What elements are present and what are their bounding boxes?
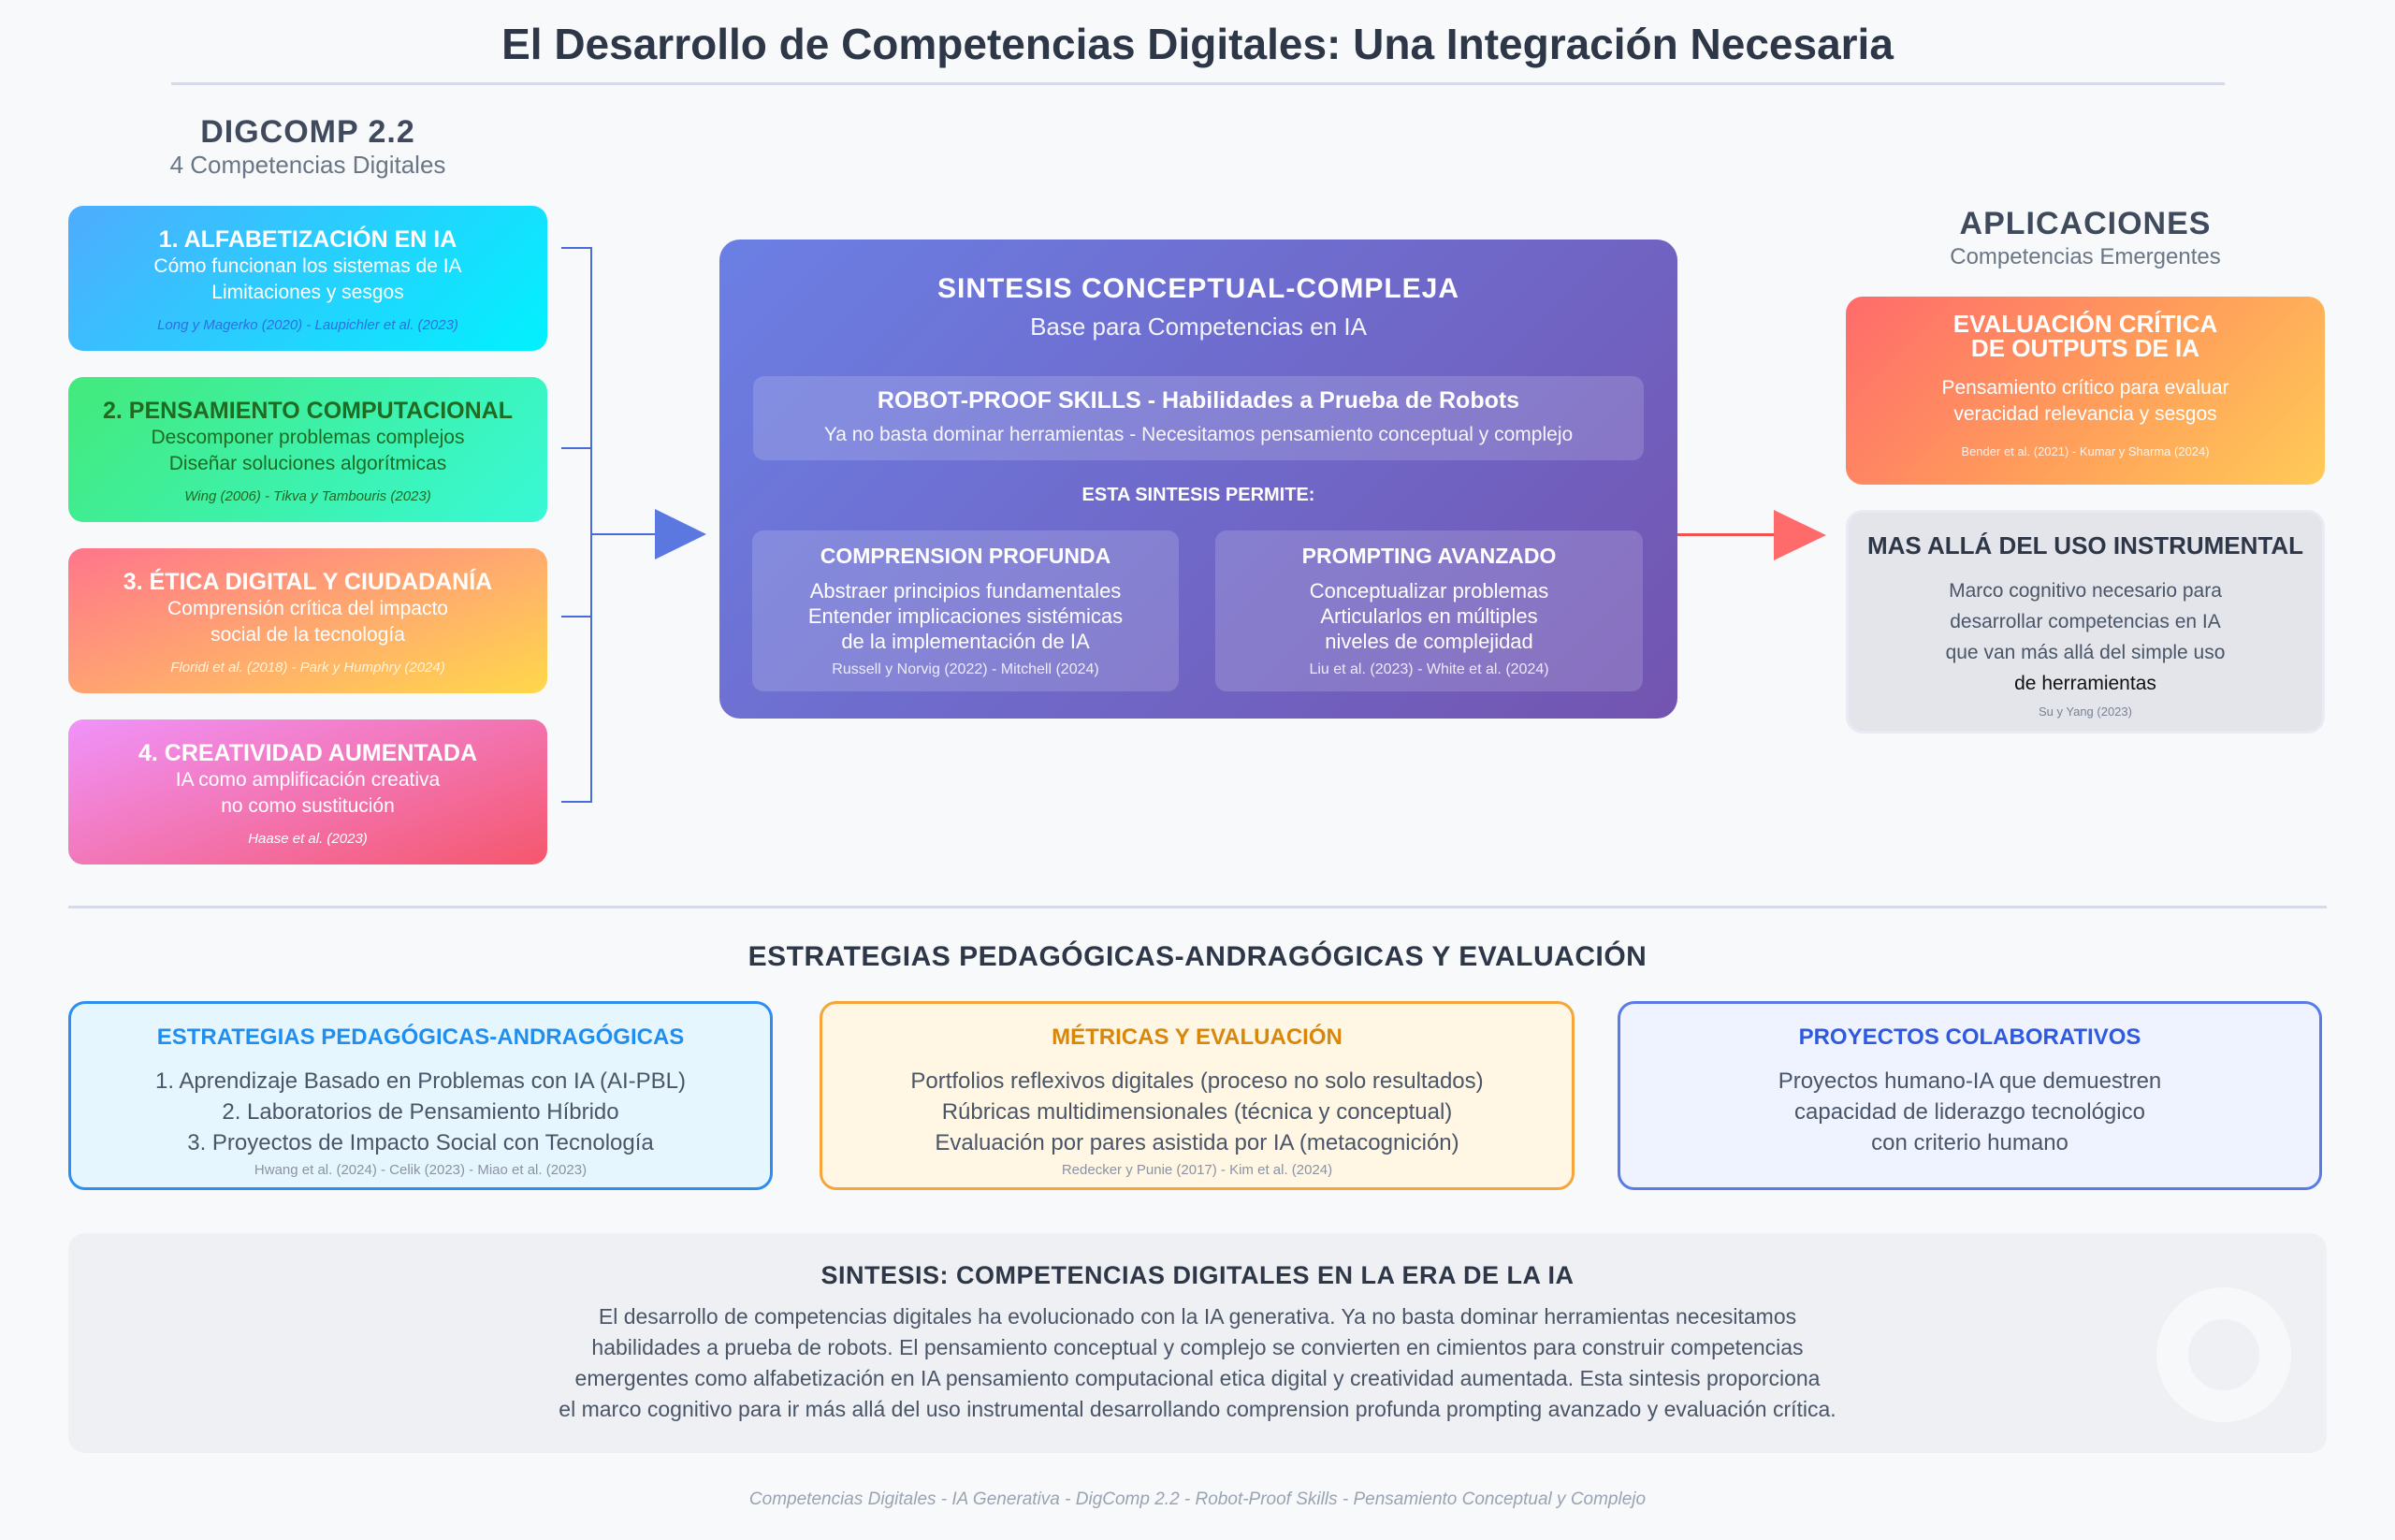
card-refs: Hwang et al. (2024) - Celik (2023) - Mia… bbox=[254, 1162, 588, 1178]
card-line: Marco cognitivo necesario para bbox=[1949, 580, 2222, 602]
card-title: EVALUACIÓN CRÍTICA bbox=[1952, 310, 2218, 338]
arrow-right-icon bbox=[655, 509, 706, 559]
card-line: Limitaciones y sesgos bbox=[211, 282, 404, 303]
collaborative-projects-card: PROYECTOS COLABORATIVOS Proyectos humano… bbox=[1618, 1001, 2322, 1190]
card-line: Pensamiento crítico para evaluar bbox=[1941, 377, 2229, 399]
critical-evaluation-card: EVALUACIÓN CRÍTICA DE OUTPUTS DE IA Pens… bbox=[1846, 297, 2325, 485]
section-divider bbox=[68, 906, 2327, 908]
card-title: 2. PENSAMIENTO COMPUTACIONAL bbox=[103, 398, 513, 424]
box-line: Abstraer principios fundamentales bbox=[809, 579, 1122, 603]
box-refs: Russell y Norvig (2022) - Mitchell (2024… bbox=[832, 661, 1099, 677]
page-title: El Desarrollo de Competencias Digitales:… bbox=[501, 20, 1894, 68]
bracket-line bbox=[590, 247, 592, 803]
competency-card-augmented-creativity: 4. CREATIVIDAD AUMENTADA IA como amplifi… bbox=[68, 719, 547, 864]
bracket-tick bbox=[561, 801, 592, 803]
card-line: Proyectos humano-IA que demuestren bbox=[1778, 1068, 2162, 1094]
title-divider bbox=[171, 82, 2225, 85]
card-refs: Wing (2006) - Tikva y Tambouris (2023) bbox=[184, 488, 431, 504]
card-line: con criterio humano bbox=[1871, 1130, 2068, 1155]
beyond-instrumental-card: MAS ALLÁ DEL USO INSTRUMENTAL Marco cogn… bbox=[1846, 510, 2325, 734]
box-line: Entender implicaciones sistémicas bbox=[807, 604, 1124, 628]
synthesis-summary: SINTESIS: COMPETENCIAS DIGITALES EN LA E… bbox=[68, 1233, 2327, 1453]
card-refs: Long y Magerko (2020) - Laupichler et al… bbox=[157, 317, 458, 333]
advanced-prompting-box: PROMPTING AVANZADO Conceptualizar proble… bbox=[1215, 530, 1643, 691]
box-title: PROMPTING AVANZADO bbox=[1301, 544, 1557, 568]
card-line: 3. Proyectos de Impacto Social con Tecno… bbox=[187, 1130, 654, 1155]
card-line: 1. Aprendizaje Basado en Problemas con I… bbox=[155, 1068, 686, 1094]
bracket-tick bbox=[561, 447, 592, 449]
card-line: Evaluación por pares asistida por IA (me… bbox=[935, 1130, 1459, 1155]
footer: Competencias Digitales - IA Generativa -… bbox=[748, 1489, 1647, 1509]
strategies-card: ESTRATEGIAS PEDAGÓGICAS-ANDRAGÓGICAS 1. … bbox=[68, 1001, 773, 1190]
card-line: capacidad de liderazgo tecnológico bbox=[1794, 1099, 2145, 1125]
card-line: desarrollar competencias en IA bbox=[1950, 611, 2221, 632]
synthesis-title: SINTESIS: COMPETENCIAS DIGITALES EN LA E… bbox=[820, 1261, 1575, 1289]
synthesis-panel: SINTESIS CONCEPTUAL-COMPLEJA Base para C… bbox=[719, 240, 1677, 719]
permite-label: ESTA SINTESIS PERMITE: bbox=[1081, 485, 1315, 505]
arrow-line-red bbox=[1677, 533, 1780, 536]
card-line: Rúbricas multidimensionales (técnica y c… bbox=[941, 1099, 1453, 1125]
card-line: Diseñar soluciones algorítmicas bbox=[168, 453, 447, 474]
bracket-tick bbox=[561, 616, 592, 617]
synthesis-line: el marco cognitivo para ir más allá del … bbox=[559, 1397, 1836, 1421]
card-title: 3. ÉTICA DIGITAL Y CIUDADANÍA bbox=[123, 569, 493, 595]
right-heading: APLICACIONES bbox=[1959, 206, 2212, 241]
right-header: APLICACIONES Competencias Emergentes bbox=[1846, 206, 2325, 270]
metrics-card: MÉTRICAS Y EVALUACIÓN Portfolios reflexi… bbox=[820, 1001, 1575, 1190]
robot-proof-text: Ya no basta dominar herramientas - Neces… bbox=[823, 424, 1574, 445]
card-line: no como sustitución bbox=[221, 795, 395, 817]
card-line: veracidad relevancia y sesgos bbox=[1953, 403, 2217, 425]
card-refs: Haase et al. (2023) bbox=[248, 831, 368, 847]
synthesis-line: El desarrollo de competencias digitales … bbox=[598, 1304, 1797, 1329]
left-header: DIGCOMP 2.2 4 Competencias Digitales bbox=[68, 114, 547, 180]
arrow-line bbox=[592, 533, 658, 535]
left-heading: DIGCOMP 2.2 bbox=[200, 114, 415, 150]
card-refs: Floridi et al. (2018) - Park y Humphry (… bbox=[170, 660, 445, 676]
card-refs: Redecker y Punie (2017) - Kim et al. (20… bbox=[1061, 1162, 1333, 1178]
arrow-right-icon bbox=[1774, 510, 1826, 560]
left-subheading: 4 Competencias Digitales bbox=[169, 151, 446, 179]
card-refs: Bender et al. (2021) - Kumar y Sharma (2… bbox=[1961, 444, 2210, 458]
robot-proof-title: ROBOT-PROOF SKILLS - Habilidades a Prueb… bbox=[877, 387, 1520, 414]
watermark-seal-icon bbox=[2156, 1287, 2291, 1422]
card-line: Cómo funcionan los sistemas de IA bbox=[153, 255, 462, 277]
card-title: MAS ALLÁ DEL USO INSTRUMENTAL bbox=[1866, 531, 2304, 559]
card-title: 1. ALFABETIZACIÓN EN IA bbox=[158, 226, 457, 253]
box-title: COMPRENSION PROFUNDA bbox=[820, 544, 1111, 568]
bracket-tick bbox=[561, 247, 592, 249]
card-line: IA como amplificación creativa bbox=[175, 769, 441, 791]
card-line: Descomponer problemas complejos bbox=[151, 427, 465, 448]
card-line: social de la tecnología bbox=[210, 624, 405, 646]
box-line: niveles de complejidad bbox=[1325, 630, 1533, 653]
card-line: que van más allá del simple uso bbox=[1945, 642, 2226, 663]
competency-card-ai-literacy: 1. ALFABETIZACIÓN EN IA Cómo funcionan l… bbox=[68, 206, 547, 351]
box-line: de la implementación de IA bbox=[841, 630, 1090, 653]
center-title: SINTESIS CONCEPTUAL-COMPLEJA bbox=[936, 273, 1460, 304]
center-subtitle: Base para Competencias en IA bbox=[1030, 312, 1367, 341]
synthesis-line: habilidades a prueba de robots. El pensa… bbox=[591, 1335, 1804, 1359]
box-line: Conceptualizar problemas bbox=[1309, 579, 1549, 603]
card-title: DE OUTPUTS DE IA bbox=[1970, 334, 2200, 362]
card-title: ESTRATEGIAS PEDAGÓGICAS-ANDRAGÓGICAS bbox=[156, 1024, 685, 1050]
box-line: Articularlos en múltiples bbox=[1320, 604, 1538, 628]
competency-card-computational-thinking: 2. PENSAMIENTO COMPUTACIONAL Descomponer… bbox=[68, 377, 547, 522]
card-title: PROYECTOS COLABORATIVOS bbox=[1798, 1024, 2141, 1050]
card-title: MÉTRICAS Y EVALUACIÓN bbox=[1052, 1024, 1343, 1050]
card-line: Portfolios reflexivos digitales (proceso… bbox=[910, 1068, 1484, 1094]
robot-proof-box: ROBOT-PROOF SKILLS - Habilidades a Prueb… bbox=[753, 376, 1644, 460]
deep-understanding-box: COMPRENSION PROFUNDA Abstraer principios… bbox=[752, 530, 1179, 691]
card-line: 2. Laboratorios de Pensamiento Híbrido bbox=[222, 1099, 619, 1125]
competency-card-digital-ethics: 3. ÉTICA DIGITAL Y CIUDADANÍA Comprensió… bbox=[68, 548, 547, 693]
synthesis-line: emergentes como alfabetización en IA pen… bbox=[574, 1366, 1821, 1390]
box-refs: Liu et al. (2023) - White et al. (2024) bbox=[1309, 661, 1549, 677]
card-line: Comprensión crítica del impacto bbox=[167, 598, 448, 619]
right-subheading: Competencias Emergentes bbox=[1950, 244, 2221, 269]
section-title: ESTRATEGIAS PEDAGÓGICAS-ANDRAGÓGICAS Y E… bbox=[748, 941, 1647, 972]
card-line: de herramientas bbox=[2014, 673, 2156, 694]
card-refs: Su y Yang (2023) bbox=[2039, 705, 2132, 719]
card-title: 4. CREATIVIDAD AUMENTADA bbox=[138, 740, 478, 766]
